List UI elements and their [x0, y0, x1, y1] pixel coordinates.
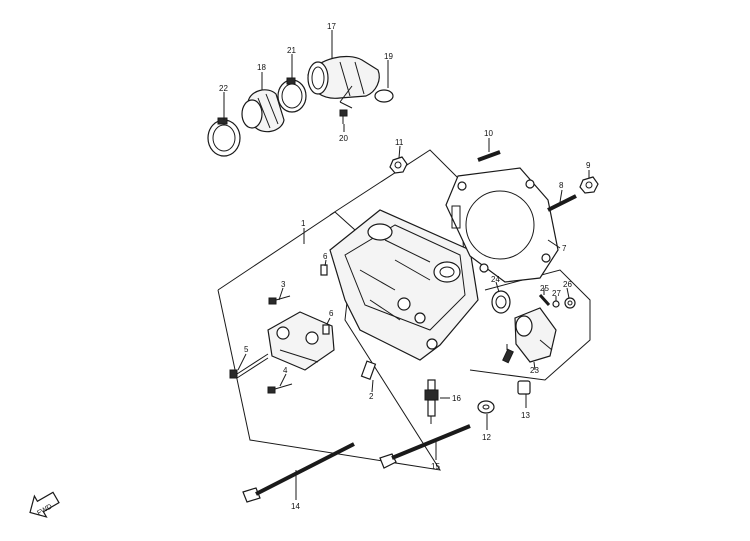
intake-joint-18: [241, 89, 285, 133]
callout-27: 27: [552, 289, 561, 298]
sensor-26: [564, 297, 576, 309]
nut-9: [579, 176, 599, 194]
intake-pipe: [307, 55, 380, 99]
clamp-22: [207, 117, 241, 157]
callout-24: 24: [491, 275, 500, 284]
callout-3: 3: [281, 280, 286, 289]
nut-11: [389, 156, 408, 174]
callout-5: 5: [244, 345, 249, 354]
callout-25: 25: [540, 284, 549, 293]
callout-6a: 6: [323, 252, 328, 261]
callout-26: 26: [563, 280, 572, 289]
callout-16: 16: [452, 394, 461, 403]
camshaft-holder: [267, 311, 335, 371]
callout-20: 20: [339, 134, 348, 143]
callout-18: 18: [257, 63, 266, 72]
thermostat-24: [491, 290, 511, 314]
callout-14: 14: [291, 502, 300, 511]
bolt-25: [538, 293, 551, 307]
head-gasket: [445, 167, 559, 283]
cap-13: [517, 380, 531, 395]
screw-20: [339, 109, 348, 124]
dowel-pins-6: [320, 264, 330, 335]
bolt-15: [379, 424, 471, 469]
cylinder-head: [329, 209, 479, 361]
callout-labels: 1 2 3 4 5 6 6 7 8 9 10 11 12 13 14 15 16…: [219, 22, 591, 511]
washer-27: [552, 300, 560, 308]
thermostat-housing-23: [514, 307, 557, 363]
callout-7: 7: [562, 244, 567, 253]
forward-direction-arrow-icon: FWD: [29, 491, 60, 518]
callout-21: 21: [287, 46, 296, 55]
o-ring-19: [374, 89, 394, 103]
callout-23: 23: [530, 366, 539, 375]
callout-19: 19: [384, 52, 393, 61]
leader-lines: [223, 30, 590, 500]
callout-1: 1: [301, 219, 306, 228]
callout-9: 9: [586, 161, 591, 170]
callout-6b: 6: [329, 309, 334, 318]
assembly-outline-thermostat: [469, 269, 591, 381]
callout-10: 10: [484, 129, 493, 138]
stud-10: [477, 150, 501, 162]
callout-17: 17: [327, 22, 336, 31]
stud-2: [360, 360, 377, 380]
spark-plug-16: [424, 379, 439, 424]
callout-15: 15: [431, 462, 440, 471]
callout-2: 2: [369, 392, 374, 401]
washer-12: [477, 400, 495, 414]
bolt-3: [268, 295, 291, 305]
fitting-28: [502, 348, 514, 364]
callout-8: 8: [559, 181, 564, 190]
bolt-5: [229, 353, 269, 379]
callout-13: 13: [521, 411, 530, 420]
callout-12: 12: [482, 433, 491, 442]
bolt-14: [242, 442, 355, 503]
clamp-21: [277, 77, 307, 113]
bolt-4: [267, 383, 293, 394]
callout-4: 4: [283, 366, 288, 375]
callout-22: 22: [219, 84, 228, 93]
stud-8: [547, 194, 577, 212]
callout-11: 11: [395, 138, 404, 147]
